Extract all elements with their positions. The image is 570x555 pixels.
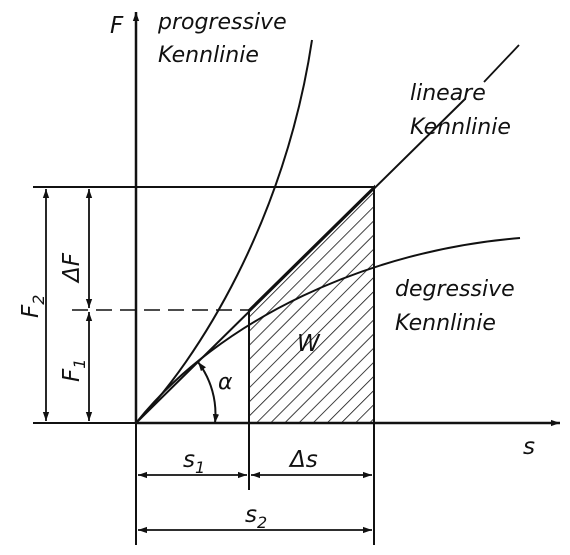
- linear-label-leader: [483, 44, 520, 83]
- f-axis-label: F: [110, 13, 124, 39]
- progressive-label-line2: Kennlinie: [158, 43, 259, 68]
- angle-label: α: [218, 370, 233, 395]
- work-label: W: [297, 331, 321, 357]
- angle-arc: [197, 361, 220, 424]
- degressive-curve: [135, 237, 521, 424]
- delta-s-label: Δs: [288, 447, 318, 473]
- f1-label: F1: [59, 359, 89, 382]
- f2-label: F2: [18, 295, 48, 318]
- linear-label-line2: Kennlinie: [410, 115, 511, 140]
- svg-text:F1: F1: [59, 359, 89, 382]
- degressive-label-line1: degressive: [395, 277, 515, 302]
- svg-text:F2: F2: [18, 295, 48, 318]
- s2-label: s2: [245, 502, 267, 532]
- delta-f-label: ΔF: [59, 252, 85, 284]
- progressive-label-line1: progressive: [157, 10, 287, 35]
- linear-curve: [135, 98, 466, 424]
- work-area: [248, 184, 375, 424]
- linear-label-line1: lineare: [410, 81, 486, 106]
- degressive-label-line2: Kennlinie: [395, 311, 496, 336]
- s1-label: s1: [183, 447, 205, 477]
- s-axis-label: s: [523, 434, 535, 460]
- svg-text:ΔF: ΔF: [59, 252, 85, 284]
